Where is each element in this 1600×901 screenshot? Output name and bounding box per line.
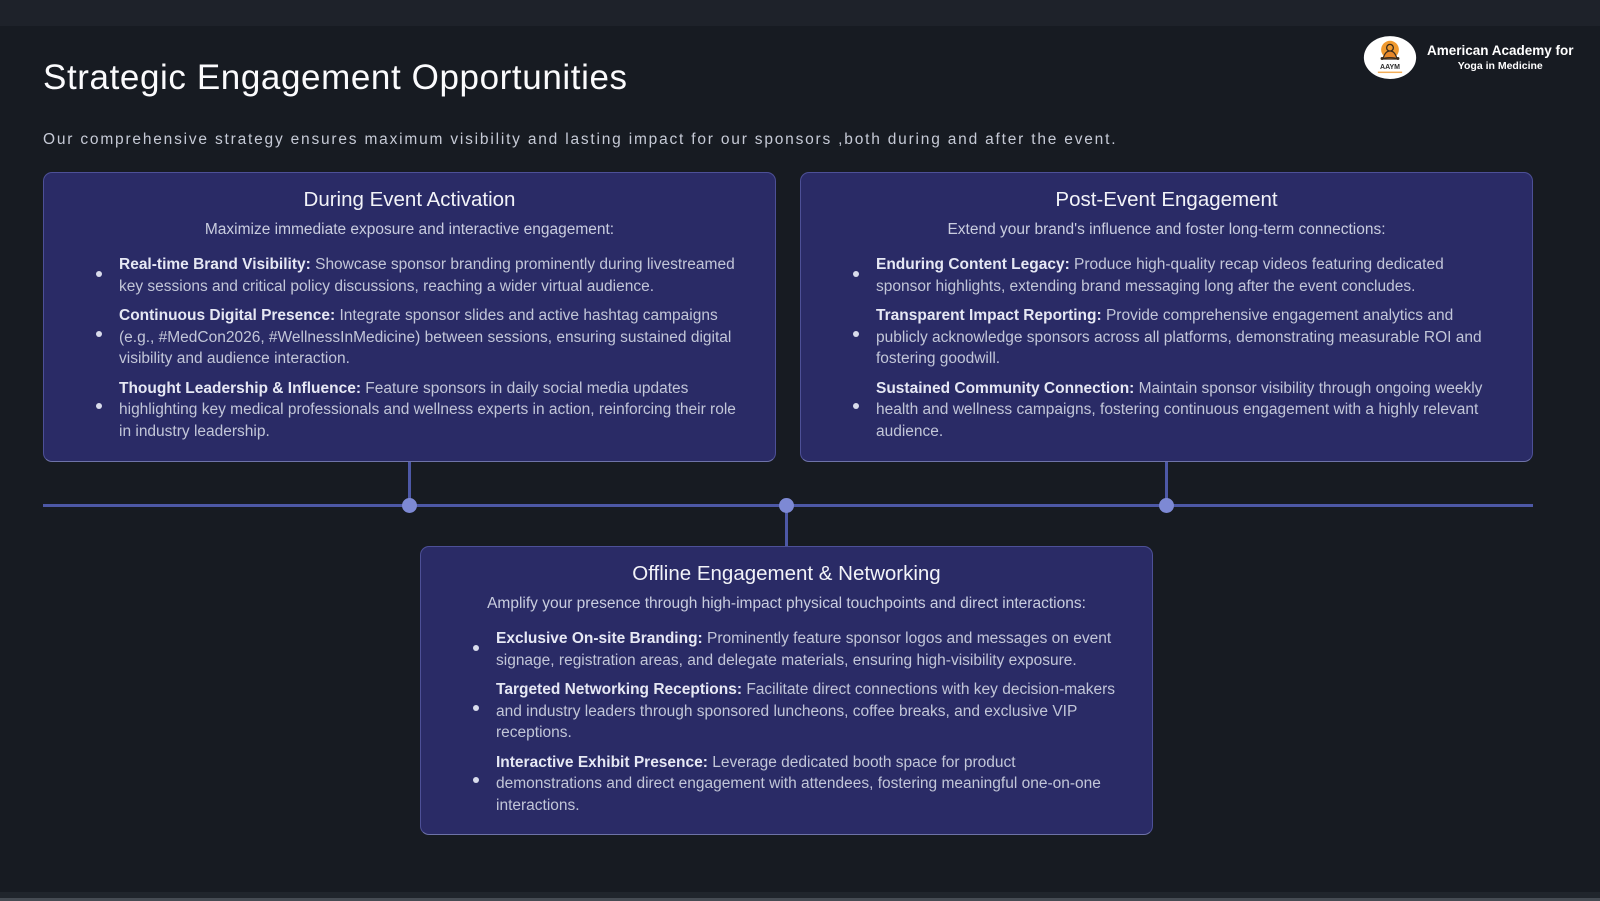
bullet-label: Transparent Impact Reporting: [876, 307, 1102, 324]
card-subtitle: Amplify your presence through high-impac… [487, 595, 1086, 612]
bullet-item: Thought Leadership & Influence: Feature … [96, 378, 745, 443]
bullet-text: Maintain sponsor visibility through ongo… [876, 379, 1483, 440]
bullet-label: Sustained Community Connection: [876, 379, 1135, 397]
bullet-text: Leverage dedicated booth space for produ… [496, 753, 1101, 814]
bottom-band [0, 892, 1600, 901]
bullet-text: Produce high-quality recap videos featur… [876, 256, 1444, 295]
bullet-list: Exclusive On-site Branding: Prominently … [451, 628, 1122, 816]
bullet-label: Interactive Exhibit Presence: [496, 753, 708, 771]
bullet-dot-icon [853, 330, 859, 337]
bullet-dot-icon [853, 403, 859, 410]
bullet-text: Integrate sponsor slides and active hash… [119, 307, 732, 367]
bullet-dot-icon [473, 704, 479, 711]
svg-text:AAYM: AAYM [1380, 64, 1400, 71]
card-during-event-activation: During Event Activation Maximize immedia… [43, 172, 776, 462]
bullet-label: Targeted Networking Receptions: [496, 681, 743, 698]
page-title: Strategic Engagement Opportunities [43, 58, 628, 97]
card-post-event-engagement: Post-Event Engagement Extend your brand'… [800, 172, 1533, 462]
bullet-label: Enduring Content Legacy: [876, 256, 1070, 273]
aaym-logo: AAYM American Academy for Yoga in Medici… [1362, 32, 1574, 84]
bullet-item: Real-time Brand Visibility: Showcase spo… [96, 254, 745, 297]
aaym-logo-icon: AAYM [1363, 35, 1417, 79]
bullet-dot-icon [473, 777, 479, 784]
bullet-item: Targeted Networking Receptions: Facilita… [473, 679, 1122, 744]
card-title: During Event Activation [303, 188, 516, 211]
bullet-label: Continuous Digital Presence: [119, 307, 336, 324]
card-subtitle: Extend your brand's influence and foster… [947, 221, 1386, 238]
bullet-item: Exclusive On-site Branding: Prominently … [473, 628, 1122, 671]
bullet-item: Interactive Exhibit Presence: Leverage d… [473, 752, 1122, 817]
timeline-node-icon [402, 498, 417, 513]
bullet-label: Exclusive On-site Branding: [496, 630, 703, 647]
card-title: Post-Event Engagement [1055, 188, 1278, 211]
bullet-list: Real-time Brand Visibility: Showcase spo… [74, 254, 745, 442]
bullet-text: Showcase sponsor branding prominently du… [119, 256, 735, 295]
connector-line-card1 [408, 462, 411, 504]
bullet-text: Provide comprehensive engagement analyti… [876, 307, 1482, 367]
bullet-text: Facilitate direct connections with key d… [496, 681, 1116, 741]
bullet-list: Enduring Content Legacy: Produce high-qu… [831, 254, 1502, 442]
bullet-dot-icon [853, 271, 859, 278]
bullet-label: Real-time Brand Visibility: [119, 256, 311, 273]
bullet-text: Feature sponsors in daily social media u… [119, 379, 736, 440]
card-offline-engagement-networking: Offline Engagement & Networking Amplify … [420, 546, 1153, 835]
bullet-dot-icon [473, 645, 479, 652]
logo-org-name-line2: Yoga in Medicine [1457, 59, 1543, 72]
top-band [0, 0, 1600, 26]
page-subtitle: Our comprehensive strategy ensures maxim… [43, 131, 1118, 148]
bullet-item: Enduring Content Legacy: Produce high-qu… [853, 254, 1502, 297]
bullet-dot-icon [96, 271, 102, 278]
bullet-item: Sustained Community Connection: Maintain… [853, 378, 1502, 443]
card-subtitle: Maximize immediate exposure and interact… [204, 221, 615, 238]
connector-line-card3 [785, 507, 788, 546]
bullet-text: Prominently feature sponsor logos and me… [496, 630, 1112, 669]
bullet-dot-icon [96, 330, 102, 337]
timeline-node-icon [779, 498, 794, 513]
bullet-dot-icon [96, 403, 102, 410]
logo-org-name-line1: American Academy for [1427, 43, 1574, 59]
card-title: Offline Engagement & Networking [632, 562, 941, 585]
bullet-item: Continuous Digital Presence: Integrate s… [96, 305, 745, 370]
bullet-item: Transparent Impact Reporting: Provide co… [853, 305, 1502, 370]
bullet-label: Thought Leadership & Influence: [119, 379, 361, 397]
connector-line-card2 [1165, 462, 1168, 504]
logo-text: American Academy for Yoga in Medicine [1427, 44, 1574, 71]
timeline-node-icon [1159, 498, 1174, 513]
